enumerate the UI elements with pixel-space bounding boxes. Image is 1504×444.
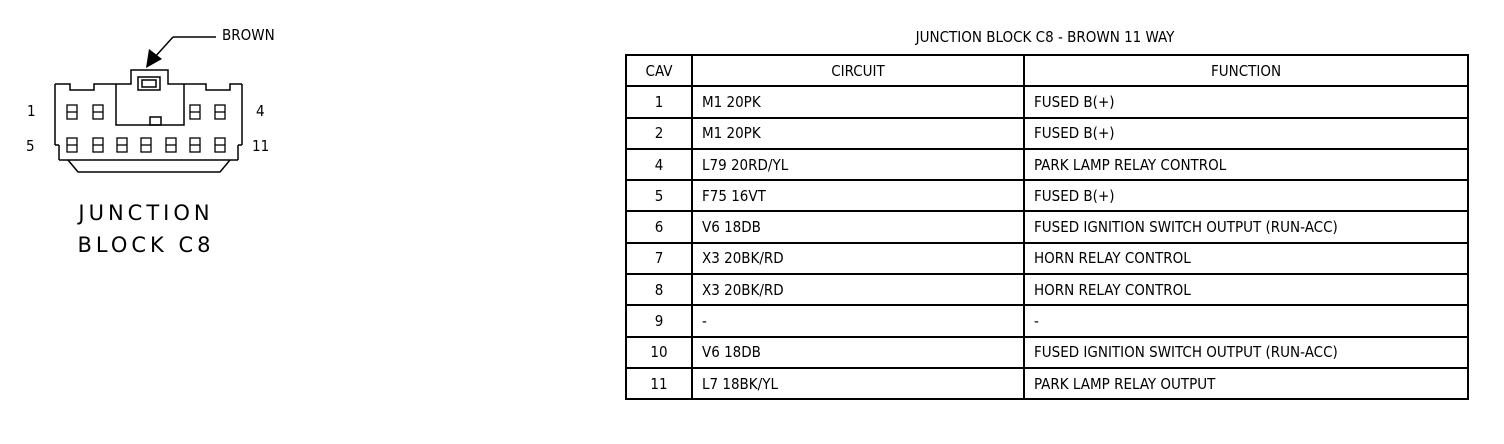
latch-window bbox=[141, 79, 157, 88]
cav-cell: 4 bbox=[625, 147, 693, 182]
keyway-notch bbox=[149, 116, 162, 126]
cav-cell: 2 bbox=[625, 116, 693, 150]
arrow-icon bbox=[146, 49, 162, 68]
function-cell: HORN RELAY CONTROL bbox=[1023, 273, 1469, 307]
pin-label-1: 1 bbox=[27, 102, 36, 120]
header-circuit: CIRCUIT bbox=[691, 53, 1025, 88]
circuit-cell: X3 20BK/RD bbox=[691, 241, 1025, 276]
connector-title-line1: JUNCTION bbox=[78, 201, 214, 225]
circuit-cell: V6 18DB bbox=[691, 335, 1025, 369]
function-cell: PARK LAMP RELAY CONTROL bbox=[1023, 147, 1469, 182]
table-row: 9-- bbox=[625, 304, 1469, 338]
leader-line bbox=[153, 36, 174, 59]
circuit-cell: M1 20PK bbox=[691, 85, 1025, 119]
circuit-cell: - bbox=[691, 304, 1025, 338]
circuit-cell: V6 18DB bbox=[691, 210, 1025, 244]
cav-cell: 1 bbox=[625, 85, 693, 119]
circuit-cell: L7 18BK/YL bbox=[691, 366, 1025, 401]
function-cell: FUSED B(+) bbox=[1023, 116, 1469, 150]
color-tag-label: BROWN bbox=[222, 26, 275, 44]
latch-window bbox=[137, 76, 161, 91]
cav-cell: 5 bbox=[625, 179, 693, 213]
circuit-cell: L79 20RD/YL bbox=[691, 147, 1025, 182]
connector-title-line2: BLOCK C8 bbox=[77, 233, 215, 257]
cav-cell: 7 bbox=[625, 241, 693, 276]
circuit-cell: X3 20BK/RD bbox=[691, 273, 1025, 307]
cav-cell: 6 bbox=[625, 210, 693, 244]
function-cell: - bbox=[1023, 304, 1469, 338]
cav-cell: 8 bbox=[625, 273, 693, 307]
table-title: JUNCTION BLOCK C8 - BROWN 11 WAY bbox=[915, 28, 1175, 46]
pin-label-11: 11 bbox=[252, 137, 269, 155]
function-cell: FUSED B(+) bbox=[1023, 179, 1469, 213]
circuit-cell: F75 16VT bbox=[691, 179, 1025, 213]
circuit-cell: M1 20PK bbox=[691, 116, 1025, 150]
connector-top-outline bbox=[55, 69, 242, 91]
header-function: FUNCTION bbox=[1023, 53, 1469, 88]
cav-cell: 11 bbox=[625, 366, 693, 401]
function-cell: FUSED IGNITION SWITCH OUTPUT (RUN-ACC) bbox=[1023, 210, 1469, 244]
cav-cell: 10 bbox=[625, 335, 693, 369]
pin-label-5: 5 bbox=[26, 137, 35, 155]
connector-skirt bbox=[67, 159, 231, 173]
function-cell: HORN RELAY CONTROL bbox=[1023, 241, 1469, 276]
table-header-row: CAV CIRCUIT FUNCTION bbox=[625, 53, 1469, 88]
header-cav: CAV bbox=[625, 53, 693, 88]
cav-cell: 9 bbox=[625, 304, 693, 338]
function-cell: FUSED IGNITION SWITCH OUTPUT (RUN-ACC) bbox=[1023, 335, 1469, 369]
function-cell: FUSED B(+) bbox=[1023, 85, 1469, 119]
pin-label-4: 4 bbox=[256, 102, 265, 120]
function-cell: PARK LAMP RELAY OUTPUT bbox=[1023, 366, 1469, 401]
connector-diagram: BROWN 1 4 5 11 bbox=[26, 26, 275, 173]
